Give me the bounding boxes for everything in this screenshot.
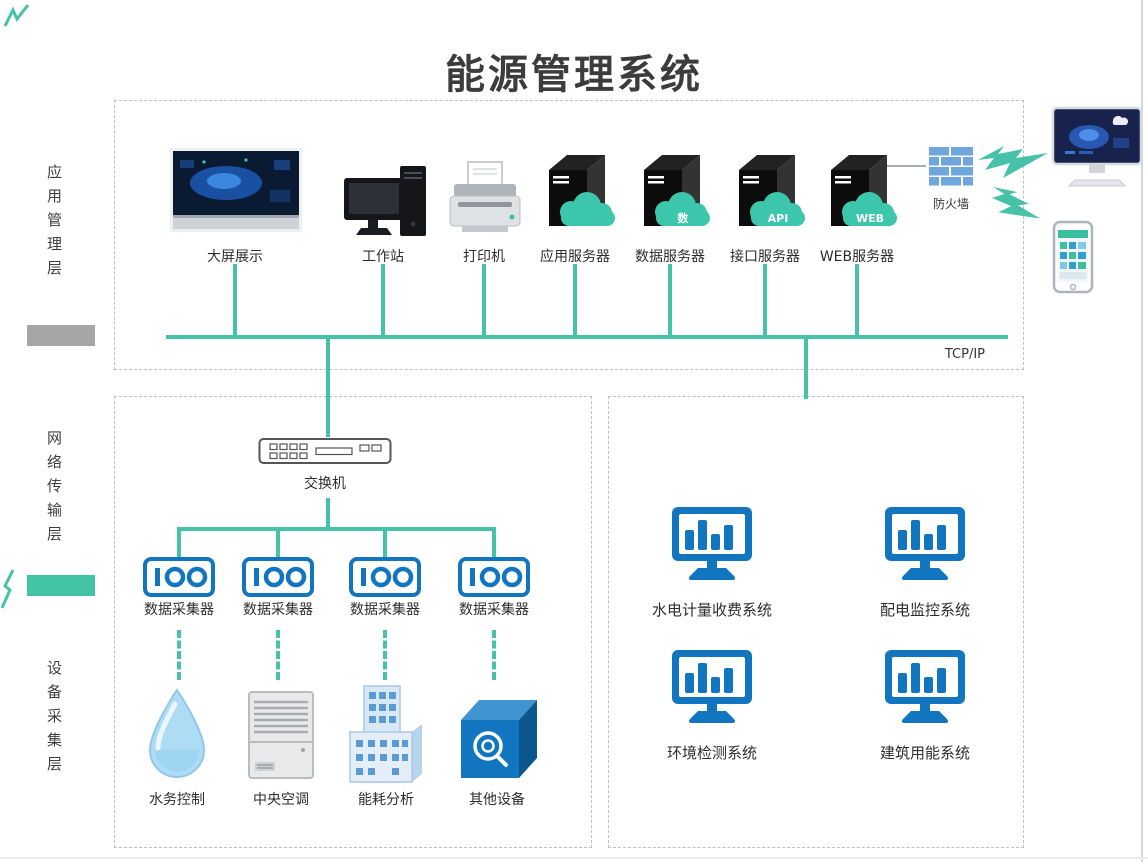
connector-collector-2 xyxy=(276,531,280,557)
layer-divider-teal-bar xyxy=(27,575,95,596)
energy-analysis-label: 能耗分析 xyxy=(358,792,414,808)
lightning-bolt-icon xyxy=(978,146,1048,178)
connector-web-server xyxy=(855,264,859,337)
dashed-connector-water xyxy=(177,630,181,680)
edge-decoration-zigzag xyxy=(3,4,30,27)
monitoring-system-icon xyxy=(672,507,752,580)
connector-bus-to-switch xyxy=(326,339,330,437)
web-server-icon: WEB xyxy=(831,155,897,226)
monitoring-system-icon xyxy=(672,650,752,723)
switch-label: 交换机 xyxy=(304,476,346,492)
connector-collector-1 xyxy=(177,531,181,557)
data-server-cloud-label: 数 xyxy=(678,211,690,225)
connector-api-server xyxy=(763,264,767,337)
lightning-bolt-icon xyxy=(992,187,1040,219)
connector-switch-down xyxy=(326,498,330,529)
building-icon xyxy=(349,685,422,783)
application-server-icon xyxy=(549,155,615,226)
firewall-icon xyxy=(929,147,973,186)
connector-collector-3 xyxy=(383,531,387,557)
big-screen-display-icon xyxy=(170,148,302,232)
connector-workstation xyxy=(381,264,385,337)
edge-decoration-zigzag xyxy=(0,569,15,609)
layer-divider-gray-bar xyxy=(27,325,95,346)
window-right-edge xyxy=(1141,0,1143,862)
connector-server-to-firewall xyxy=(884,165,926,167)
connector-printer xyxy=(482,264,486,337)
side-label-app-layer: 应用管理层 xyxy=(45,164,63,284)
data-collector-icon xyxy=(458,557,530,597)
side-label-network-layer: 网络传输层 xyxy=(45,430,63,550)
data-collector-label: 数据采集器 xyxy=(350,602,420,618)
water-drop-icon xyxy=(148,688,206,778)
monitoring-system-icon xyxy=(885,507,965,580)
data-collector-label: 数据采集器 xyxy=(459,602,529,618)
interface-server-icon: API xyxy=(739,155,805,226)
data-collector-icon xyxy=(242,557,314,597)
network-device-layer-box xyxy=(114,396,592,848)
data-collector-icon xyxy=(349,557,421,597)
other-devices-label: 其他设备 xyxy=(469,792,525,808)
remote-monitor-icon xyxy=(1051,106,1143,187)
hvac-unit-icon xyxy=(248,691,314,779)
web-server-cloud-label: WEB xyxy=(856,212,884,225)
water-electric-billing-system-label: 水电计量收费系统 xyxy=(651,601,772,619)
firewall-label: 防火墙 xyxy=(932,197,969,211)
data-server-icon: 数 xyxy=(644,155,710,226)
page-title: 能源管理系统 xyxy=(445,52,703,98)
data-collector-label: 数据采集器 xyxy=(243,602,313,618)
app-layer-box xyxy=(114,100,1024,370)
hvac-label: 中央空调 xyxy=(253,792,309,808)
application-server-label: 应用服务器 xyxy=(540,249,610,265)
connector-bus-to-systems-panel xyxy=(804,339,808,399)
environment-detection-system-label: 环境检测系统 xyxy=(666,744,757,762)
printer-icon xyxy=(449,161,521,232)
collector-distribution-line xyxy=(177,527,496,531)
workstation-label: 工作站 xyxy=(362,249,404,265)
dashed-connector-hvac xyxy=(276,630,280,680)
tcpip-label: TCP/IP xyxy=(944,347,985,362)
side-label-device-layer: 设备采集层 xyxy=(45,660,63,780)
power-distribution-monitoring-system-label: 配电监控系统 xyxy=(879,601,970,619)
printer-label: 打印机 xyxy=(463,249,505,265)
data-collector-label: 数据采集器 xyxy=(144,602,214,618)
dashed-connector-other xyxy=(492,630,496,680)
interface-server-label: 接口服务器 xyxy=(730,249,800,265)
other-devices-cube-icon xyxy=(461,700,537,778)
web-server-label: WEB服务器 xyxy=(819,249,895,265)
systems-panel-box xyxy=(608,396,1024,848)
connector-app-server xyxy=(573,264,577,337)
building-energy-system-label: 建筑用能系统 xyxy=(879,744,970,762)
interface-server-cloud-label: API xyxy=(768,212,789,225)
workstation-icon xyxy=(344,166,426,236)
connector-bigscreen xyxy=(233,264,237,337)
data-server-label: 数据服务器 xyxy=(635,249,705,265)
dashed-connector-energy xyxy=(383,630,387,680)
switch-icon xyxy=(258,438,392,464)
tcpip-bus-line xyxy=(166,335,1008,339)
water-control-label: 水务控制 xyxy=(149,792,205,808)
monitoring-system-icon xyxy=(885,650,965,723)
connector-collector-4 xyxy=(492,531,496,557)
connector-data-server xyxy=(668,264,672,337)
window-bottom-edge xyxy=(0,857,1148,859)
data-collector-icon xyxy=(143,557,215,597)
smartphone-icon xyxy=(1052,220,1094,294)
big-screen-display-label: 大屏展示 xyxy=(207,249,263,265)
